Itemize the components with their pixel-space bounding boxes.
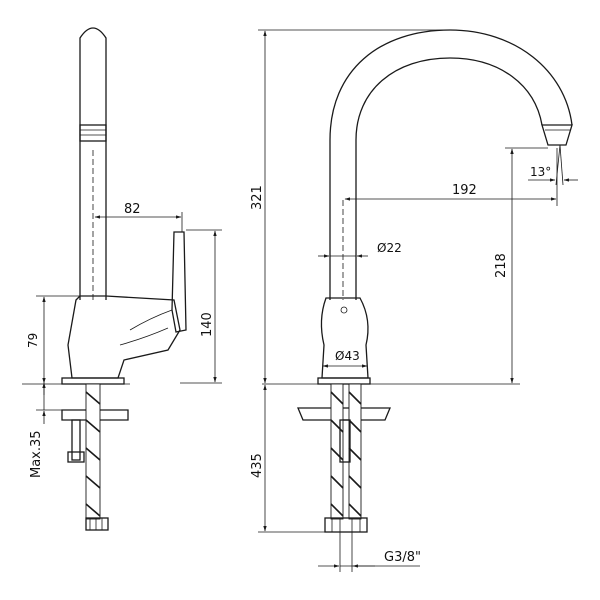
dim-218-label: 218 (494, 253, 509, 278)
dim-d22-label: Ø22 (377, 241, 402, 255)
side-mounting-plate (61, 409, 129, 421)
side-handle-lever (171, 231, 187, 333)
dim-140-label: 140 (200, 312, 215, 337)
side-spout-tube (79, 27, 107, 300)
front-spout-inner (355, 57, 543, 300)
front-mounting-plate (297, 407, 391, 421)
side-body (67, 295, 181, 379)
side-hose-connector (85, 517, 109, 531)
dim-g38-label: G3/8" (384, 550, 421, 565)
dim-d43-label: Ø43 (335, 349, 360, 363)
dim-angle-label: 13° (530, 165, 551, 179)
front-screw (340, 306, 348, 314)
dim-321-label: 321 (250, 185, 265, 210)
front-threaded-rod (339, 419, 351, 463)
side-hose (85, 383, 101, 520)
side-view: 82 140 79 Max.35 (22, 27, 222, 531)
front-spout-tip (541, 124, 573, 146)
front-view: 321 192 218 Ø22 Ø43 435 G3/8" 13° (250, 29, 578, 572)
front-hose-right (348, 383, 362, 520)
dim-82-label: 82 (124, 202, 141, 217)
dim-192-label: 192 (452, 183, 477, 198)
dim-max35-label: Max.35 (29, 430, 44, 478)
dim-435-label: 435 (250, 453, 265, 478)
side-base (61, 377, 125, 385)
dim-79-label: 79 (26, 333, 40, 348)
front-base (317, 377, 371, 385)
side-aerator (79, 124, 107, 142)
front-hose-left (330, 383, 344, 520)
front-hose-connectors (324, 517, 368, 533)
side-nut (67, 451, 85, 463)
side-threaded-rod (71, 419, 81, 461)
